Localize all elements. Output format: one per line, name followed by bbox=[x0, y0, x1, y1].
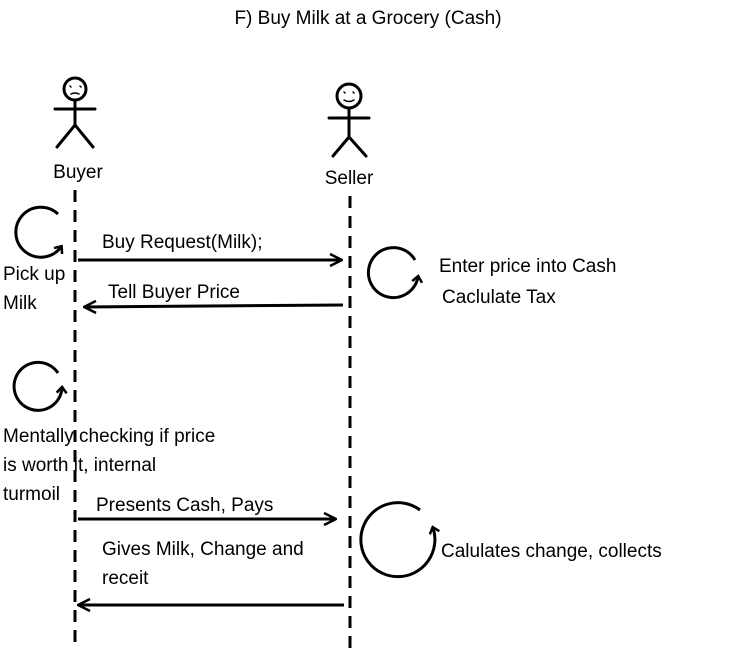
diagram-title: F) Buy Milk at a Grocery (Cash) bbox=[234, 8, 501, 29]
self-action-note-enter-price: Enter price into Cash Caclulate Tax bbox=[439, 256, 622, 308]
self-action-loop-icon bbox=[359, 501, 440, 579]
self-action-note-mentally-checking: Mentally checking if price is worth it, … bbox=[3, 426, 221, 505]
self-action-loop-icon bbox=[366, 246, 424, 299]
buyer-label: Buyer bbox=[53, 162, 103, 183]
buyer-stick-figure-icon bbox=[53, 76, 97, 149]
message-label-tell-price: Tell Buyer Price bbox=[108, 282, 240, 303]
message-arrow-tell-price bbox=[84, 305, 344, 307]
self-action-note-pick-up-milk: Pick up Milk bbox=[3, 264, 71, 314]
self-action-loop-icon bbox=[14, 205, 64, 259]
self-action-loop-icon bbox=[12, 360, 68, 412]
self-action-note-calculates-change: Calulates change, collects bbox=[441, 541, 662, 562]
message-label-gives-milk: Gives Milk, Change and receit bbox=[102, 539, 309, 589]
message-label-presents-cash: Presents Cash, Pays bbox=[96, 495, 273, 516]
message-label-buy-request: Buy Request(Milk); bbox=[102, 232, 263, 253]
seller-label: Seller bbox=[325, 168, 374, 189]
seller-stick-figure-icon bbox=[327, 82, 371, 158]
